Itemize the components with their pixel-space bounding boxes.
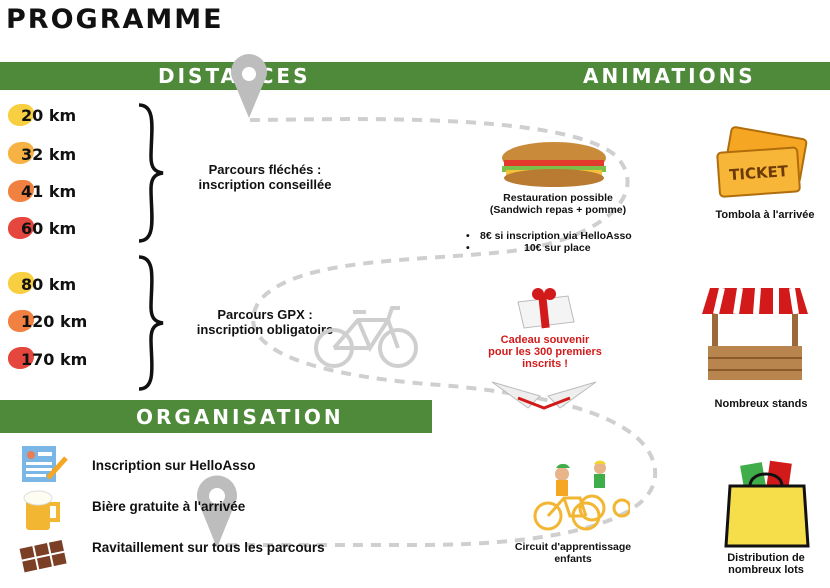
group2-label: Parcours GPX : inscription obligatoire [180, 307, 350, 337]
distance-60: 60 km [21, 219, 77, 238]
organisation-heading: ORGANISATION [136, 405, 344, 429]
tombola-label: Tombola à l'arrivée [715, 209, 815, 221]
group2-label-line1: Parcours GPX : [217, 307, 313, 322]
distance-32: 32 km [21, 145, 77, 164]
food-bullet-1: 8€ si inscription via HelloAsso [480, 230, 632, 242]
section-band-organisation [0, 400, 432, 433]
distance-20: 20 km [21, 106, 77, 125]
market-stand-icon [702, 287, 808, 380]
gift-line2: pour les 300 premiers [488, 346, 602, 358]
chocolate-icon [19, 539, 67, 573]
map-pin-icon [231, 54, 267, 118]
gift-line1: Cadeau souvenir [500, 334, 590, 346]
section-band-top [0, 62, 830, 90]
paint-splash-icon [8, 310, 34, 332]
kids-label: Circuit d'apprentissage enfants [488, 541, 658, 565]
animations-heading: ANIMATIONS [583, 64, 756, 88]
group1-label-line1: Parcours fléchés : [208, 162, 322, 177]
open-box-icon [491, 381, 597, 410]
group1-label-line2: inscription conseillée [198, 177, 332, 192]
food-bullet: •8€ si inscription via HelloAsso [466, 230, 632, 242]
gift-icon [517, 288, 575, 329]
gift-line3: inscrits ! [522, 358, 568, 370]
kids-line1: Circuit d'apprentissage [514, 541, 632, 553]
food-subtitle: (Sandwich repas + pomme) [489, 204, 627, 216]
paint-splash-icon [8, 217, 34, 239]
food-info: Restauration possible (Sandwich repas + … [478, 192, 638, 216]
brace-icon [138, 255, 164, 391]
kids-line2: enfants [554, 553, 592, 565]
bicycle-icon [314, 306, 418, 368]
group2-label-line2: inscription obligatoire [196, 322, 334, 337]
beer-icon [23, 490, 60, 530]
lots-label: Distribution de nombreux lots [704, 552, 828, 576]
group1-label: Parcours fléchés : inscription conseillé… [180, 162, 350, 192]
brace-icon [138, 103, 164, 243]
map-pin-icon [197, 475, 237, 548]
distance-170: 170 km [21, 350, 88, 369]
lots-line2: nombreux lots [728, 564, 804, 576]
registration-form-icon [22, 446, 68, 482]
kids-cycling-icon [533, 460, 630, 531]
shopping-bag-icon [724, 460, 810, 548]
stands-label: Nombreux stands [714, 398, 808, 410]
org-item-inscription: Inscription sur HelloAsso [92, 458, 256, 473]
paint-splash-icon [8, 180, 34, 202]
distance-80: 80 km [21, 275, 77, 294]
lots-line1: Distribution de [727, 552, 805, 564]
paint-splash-icon [8, 104, 34, 126]
distance-120: 120 km [21, 312, 88, 331]
paint-splash-icon [8, 272, 34, 294]
paint-splash-icon [8, 142, 34, 164]
food-bullet: •10€ sur place [466, 242, 591, 254]
food-bullet-2: 10€ sur place [524, 242, 591, 254]
ticket-text: TICKET [729, 162, 790, 184]
org-item-beer: Bière gratuite à l'arrivée [92, 499, 246, 514]
page-title: PROGRAMME [6, 4, 224, 35]
paint-splash-icon [8, 347, 34, 369]
distance-41: 41 km [21, 182, 77, 201]
food-title: Restauration possible [503, 192, 613, 204]
ticket-icon: TICKET [716, 126, 808, 198]
org-item-ravitaillement: Ravitaillement sur tous les parcours [92, 540, 325, 555]
food-bullets: •8€ si inscription via HelloAsso •10€ su… [466, 230, 642, 254]
gift-text: Cadeau souvenir pour les 300 premiers in… [470, 334, 620, 370]
sandwich-icon [502, 142, 606, 187]
